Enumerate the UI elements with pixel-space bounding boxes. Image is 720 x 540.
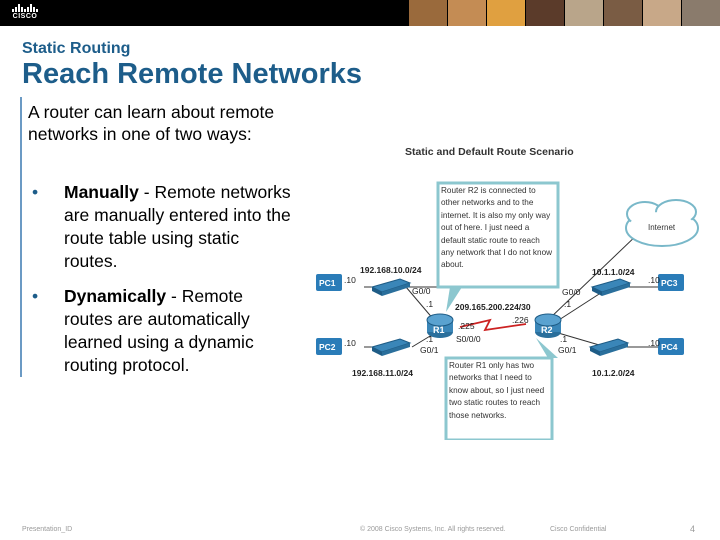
bullet-list: • Manually - Remote networks are manuall… — [32, 181, 292, 389]
callout-r1-text-wrap: Router R1 only has two networks that I n… — [449, 361, 545, 420]
callout-r2-text-wrap: Router R2 is connected to other networks… — [441, 186, 553, 270]
photo-tile — [448, 0, 486, 26]
pc2-host-label: .10 — [344, 338, 356, 348]
top-bar: CISCO — [0, 0, 720, 26]
internet-cloud-icon: Internet — [625, 199, 699, 247]
intro-text: A router can learn about remote networks… — [28, 102, 275, 144]
net-serial-label: 209.165.200.224/30 — [455, 302, 531, 312]
switch-icon — [590, 278, 632, 296]
pc1-host-label: .10 — [344, 275, 356, 285]
r1-serial-label: S0/0/0 — [456, 334, 481, 344]
callout-r2-box — [436, 181, 560, 289]
logo-text: CISCO — [12, 13, 38, 20]
pc2-label: PC2 — [319, 342, 336, 352]
accent-rule — [20, 97, 22, 377]
r2-g01-label: G0/1 — [558, 345, 577, 355]
bullet-body: Manually - Remote networks are manually … — [64, 181, 292, 273]
r2-g01-ip-label: .1 — [560, 334, 567, 344]
bullet-icon: • — [32, 182, 39, 202]
callout-r1: Router R1 only has two networks that I n… — [444, 338, 558, 440]
callout-r1-box — [444, 356, 554, 440]
pc1-icon: PC1 — [316, 274, 342, 291]
r2-g00-ip-label: .1 — [564, 299, 571, 309]
internet-label: Internet — [648, 223, 676, 232]
r1-label: R1 — [433, 325, 445, 335]
pc4-host-label: .10 — [648, 338, 660, 348]
pc4-label: PC4 — [661, 342, 678, 352]
bullet-body: Dynamically - Remote routes are automati… — [64, 285, 292, 377]
callout-r1-text: Router R1 only has two networks that I n… — [449, 361, 545, 420]
header-photo-strip — [408, 0, 720, 26]
bullet-item: • Manually - Remote networks are manuall… — [32, 181, 292, 273]
r1-g00-ip-label: .1 — [426, 299, 433, 309]
net-pc3-label: 10.1.1.0/24 — [592, 267, 635, 277]
net-pc2-label: 192.168.11.0/24 — [352, 368, 413, 378]
page-number: 4 — [690, 524, 696, 534]
cisco-logo: CISCO — [8, 4, 42, 22]
r2-serial-ip-label: .226 — [512, 315, 529, 325]
callout-r2-pointer — [446, 287, 462, 312]
r2-label: R2 — [541, 325, 553, 335]
switch-icon — [588, 338, 630, 356]
photo-tile — [604, 0, 642, 26]
serial-link — [459, 318, 527, 332]
pc3-host-label: .10 — [648, 275, 660, 285]
pc4-icon: PC4 — [658, 338, 684, 355]
r1-g01-ip-label: .1 — [426, 334, 433, 344]
bullet-icon: • — [32, 286, 39, 306]
address-labels: 192.168.10.0/24 192.168.11.0/24 10.1.1.0… — [344, 265, 660, 378]
callout-r2-text: Router R2 is connected to other networks… — [441, 186, 553, 270]
router-r2-icon: R2 — [534, 313, 562, 338]
pc3-label: PC3 — [661, 278, 678, 288]
pc1-label: PC1 — [319, 278, 336, 288]
diagram-title: Static and Default Route Scenario — [405, 146, 574, 158]
network-diagram: Static and Default Route Scenario Router… — [316, 146, 699, 440]
footer-copyright: © 2008 Cisco Systems, Inc. All rights re… — [360, 526, 506, 533]
callout-r2: Router R2 is connected to other networks… — [436, 181, 560, 312]
switch-icon — [370, 278, 412, 296]
bullet-item: • Dynamically - Remote routes are automa… — [32, 285, 292, 377]
pc2-icon: PC2 — [316, 338, 342, 355]
pc3-icon: PC3 — [658, 274, 684, 291]
bullet-term: Dynamically — [64, 286, 167, 306]
link-r2-internet — [547, 231, 641, 321]
router-r1-icon: R1 — [426, 313, 454, 338]
section-kicker: Static Routing — [22, 40, 131, 57]
net-pc1-label: 192.168.10.0/24 — [360, 265, 422, 275]
photo-tile — [409, 0, 447, 26]
bullet-term: Manually — [64, 182, 139, 202]
photo-tile — [565, 0, 603, 26]
photo-tile — [643, 0, 681, 26]
photo-tile — [526, 0, 564, 26]
switch-icon — [370, 338, 412, 356]
footer-presentation-id: Presentation_ID — [22, 526, 73, 533]
r1-serial-ip-label: .225 — [458, 321, 475, 331]
photo-tile — [487, 0, 525, 26]
photo-tile — [682, 0, 720, 26]
page-title: Reach Remote Networks — [22, 58, 363, 90]
r1-g00-label: G0/0 — [412, 286, 431, 296]
net-pc4-label: 10.1.2.0/24 — [592, 368, 635, 378]
cisco-bars-icon — [8, 4, 42, 12]
footer-confidential: Cisco Confidential — [550, 526, 607, 533]
r1-g01-label: G0/1 — [420, 345, 439, 355]
bullet-text: - Remote networks are manually entered i… — [64, 182, 291, 271]
r2-g00-label: G0/0 — [562, 287, 581, 297]
callout-r1-pointer — [536, 338, 558, 358]
bullet-text: - Remote routes are automatically learne… — [64, 286, 254, 375]
